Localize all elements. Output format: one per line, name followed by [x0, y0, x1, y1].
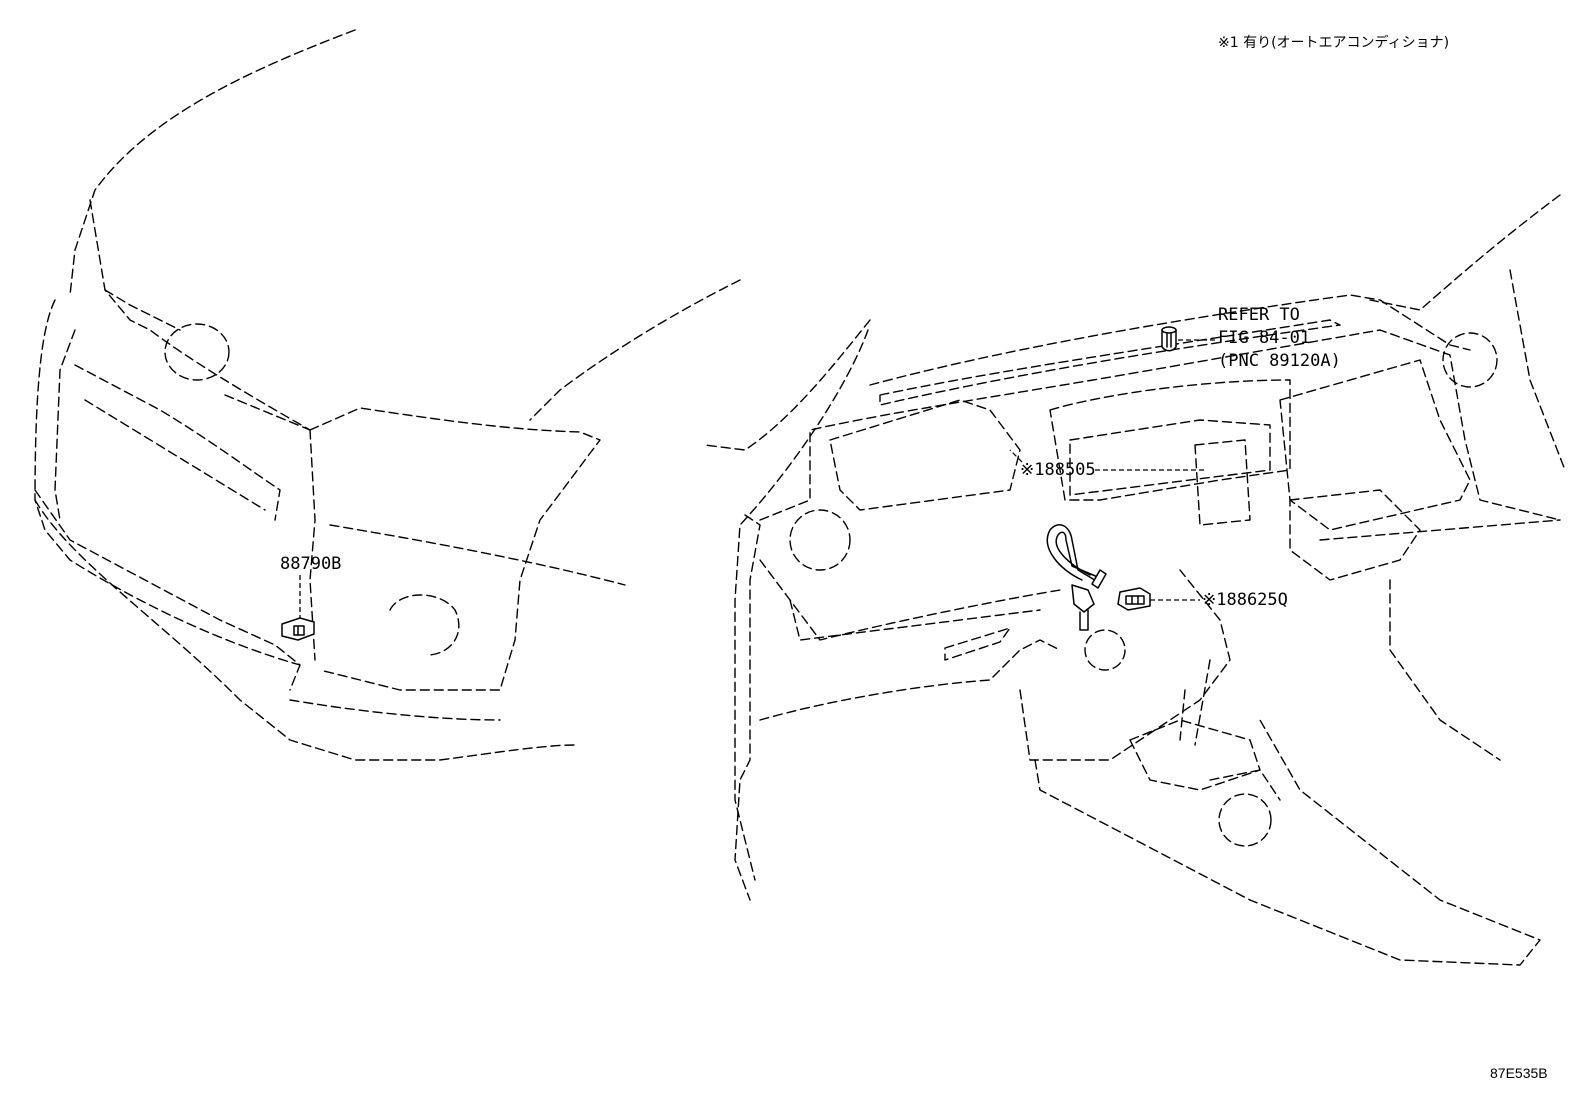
left-vent-panel	[829, 399, 1021, 511]
right-trim	[1319, 519, 1561, 541]
bumper-right-panel	[309, 407, 601, 691]
glovebox-handle	[944, 627, 1011, 661]
lower-dash	[759, 559, 1061, 641]
shifter-boot	[1179, 659, 1211, 746]
console-sensor-part	[1117, 587, 1151, 611]
refer-to-line3: (PNC 89120A)	[1218, 351, 1341, 371]
front-bumper-view	[34, 29, 741, 761]
grille-bar-lower	[84, 399, 266, 511]
grille-bar-upper	[74, 364, 281, 521]
console-tray	[1209, 769, 1281, 801]
right-vent-panel	[1279, 359, 1471, 531]
hood-outline	[69, 29, 356, 296]
cup-holder	[1218, 793, 1272, 847]
a-pillar	[704, 319, 871, 451]
headlight	[164, 323, 230, 381]
right-side-vent	[1442, 332, 1498, 388]
windshield-base	[529, 279, 741, 421]
solar-sensor-part	[1161, 326, 1177, 352]
right-pillar	[1509, 269, 1566, 471]
glovebox	[789, 599, 1041, 641]
note-label: ※1 有り(オートエアコンディショナ)	[1218, 35, 1450, 51]
fog-lamp	[389, 594, 460, 656]
console-base	[1034, 719, 1541, 966]
dash-sensor-hose	[1046, 524, 1107, 631]
bumper-crease	[329, 524, 626, 586]
grille-outline	[54, 329, 76, 521]
bumper-lower-lip	[34, 489, 301, 691]
door-frame	[734, 514, 761, 901]
knee-panel	[759, 639, 1061, 721]
dash-top	[869, 294, 1471, 386]
refer-to-line1: REFER TO	[1218, 305, 1300, 325]
windshield-top	[1369, 194, 1561, 311]
dashboard-view	[704, 194, 1566, 966]
console-sensor-part-number: ※188625Q	[1202, 590, 1288, 610]
left-side-vent	[789, 509, 851, 571]
center-stack	[1049, 379, 1291, 501]
underbody-line	[34, 499, 576, 761]
underbody-inner	[289, 699, 501, 721]
console-knob	[1084, 629, 1126, 671]
front-sensor-part	[281, 617, 315, 641]
a-pillar-inner	[734, 329, 869, 881]
figure-id: 87E535B	[1490, 1065, 1548, 1081]
bumper-left-side	[34, 299, 301, 666]
center-vent	[1069, 419, 1271, 496]
seat-edge	[1389, 579, 1501, 761]
front-sensor-part-number: 88790B	[280, 554, 342, 574]
center-display	[1194, 439, 1251, 526]
bumper-corner	[309, 429, 316, 661]
dash-sensor-part-number: ※188505	[1020, 460, 1096, 480]
headlight-trim	[224, 394, 311, 431]
hood-edge	[89, 199, 311, 431]
defroster-slot	[879, 319, 1341, 406]
hood-front-line	[104, 289, 181, 331]
dash-sensor-leader	[1009, 449, 1205, 471]
console-upper	[1019, 569, 1231, 761]
shifter-bezel	[1129, 719, 1261, 791]
dash-face-upper	[759, 329, 1561, 521]
refer-to-line2: FIG 84-01	[1218, 328, 1311, 348]
right-lower-panel	[1289, 489, 1421, 581]
